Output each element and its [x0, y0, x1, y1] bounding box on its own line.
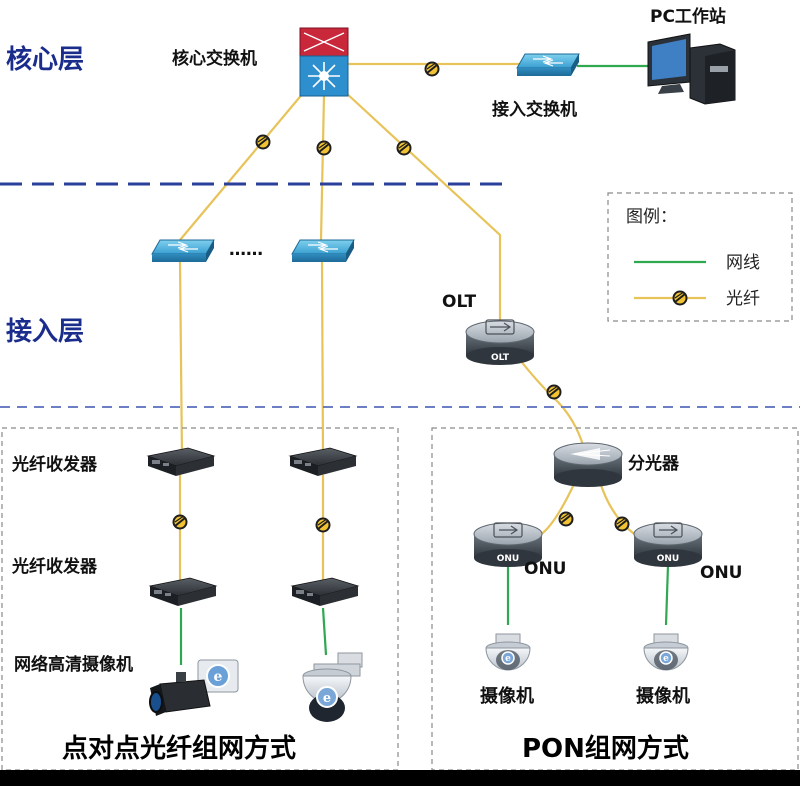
transceiver-label-bottom: 光纤收发器: [11, 556, 98, 577]
camera-left-label: 摄像机: [480, 685, 534, 707]
legend: 图例： 网线 光纤: [607, 192, 793, 322]
ip-camera-label: 网络高清摄像机: [14, 654, 133, 675]
fiber-switch-left-to-transceiver: [178, 261, 184, 459]
svg-text:ONU: ONU: [497, 554, 520, 564]
bottom-bar: [0, 770, 800, 786]
pc-workstation-icon: [647, 33, 736, 105]
fiber-links: [178, 62, 641, 585]
svg-text:e: e: [323, 691, 331, 706]
fiber-marker-icon: [171, 513, 189, 531]
fiber-switch-right-to-transceiver: [320, 261, 325, 459]
fiber-marker-icon: [423, 60, 441, 78]
fiber-marker-icon: [545, 383, 563, 401]
legend-box: [607, 192, 793, 322]
access-switch-label: 接入交换机: [492, 99, 577, 120]
svg-text:OLT: OLT: [491, 353, 510, 363]
fiber-marker-icon: [315, 139, 333, 157]
access-switch-icon: [516, 53, 580, 77]
pon-caption: PON组网方式: [522, 733, 689, 764]
fiber-core-to-olt: [344, 91, 502, 320]
fiber-core-to-switch-left: [179, 91, 305, 241]
transceiver-icon: [289, 447, 357, 477]
onu-left-label: ONU: [524, 559, 566, 579]
svg-text:ONU: ONU: [657, 554, 680, 564]
dome-camera-icon: [643, 633, 689, 671]
olt-icon: OLT: [465, 319, 535, 366]
fiber-marker-icon: [254, 133, 272, 151]
transceiver-label-top: 光纤收发器: [11, 454, 98, 475]
splitter-icon: [553, 442, 623, 488]
transceiver-icon: [291, 577, 359, 607]
access-layer-label: 接入层: [6, 317, 84, 347]
fiber-splitter-to-onu-left: [539, 481, 576, 536]
transceiver-icon: [149, 577, 217, 607]
access-switch-icon: [291, 239, 355, 263]
legend-fiber-label: 光纤: [726, 289, 760, 309]
core-layer-label: 核心层: [6, 44, 84, 75]
ethernet-transceiver-to-dome: [321, 607, 328, 656]
dome-camera-large-icon: e: [302, 652, 363, 722]
ellipsis-label: ……: [229, 240, 263, 260]
onu-right-label: ONU: [700, 563, 742, 583]
ethernet-onu-right-to-camera: [664, 564, 670, 626]
bullet-camera-icon: e: [149, 659, 239, 716]
onu-right-icon: ONU: [633, 522, 703, 568]
fiber-olt-to-splitter: [519, 359, 585, 446]
splitter-label: 分光器: [628, 453, 680, 474]
legend-title: 图例：: [626, 207, 677, 227]
core-switch: [299, 27, 349, 97]
core-switch-label: 核心交换机: [172, 48, 257, 69]
fiber-marker-icon: [671, 289, 689, 307]
fiber-core-to-switch-right: [319, 94, 326, 241]
fiber-marker-icon: [613, 515, 631, 533]
dome-camera-icon: [485, 633, 531, 671]
camera-right-label: 摄像机: [636, 685, 690, 707]
legend-ethernet-label: 网线: [726, 253, 760, 273]
ethernet-links: [179, 64, 670, 665]
olt-label: OLT: [442, 292, 476, 312]
p2p-caption: 点对点光纤组网方式: [62, 733, 296, 764]
svg-text:e: e: [214, 669, 223, 685]
pc-label: PC工作站: [650, 6, 726, 27]
fiber-marker-icon: [314, 516, 332, 534]
transceiver-icon: [147, 447, 215, 477]
fiber-marker-icon: [557, 510, 575, 528]
fiber-marker-icon: [395, 139, 413, 157]
onu-left-icon: ONU: [473, 522, 543, 568]
access-switch-icon: [151, 239, 215, 263]
